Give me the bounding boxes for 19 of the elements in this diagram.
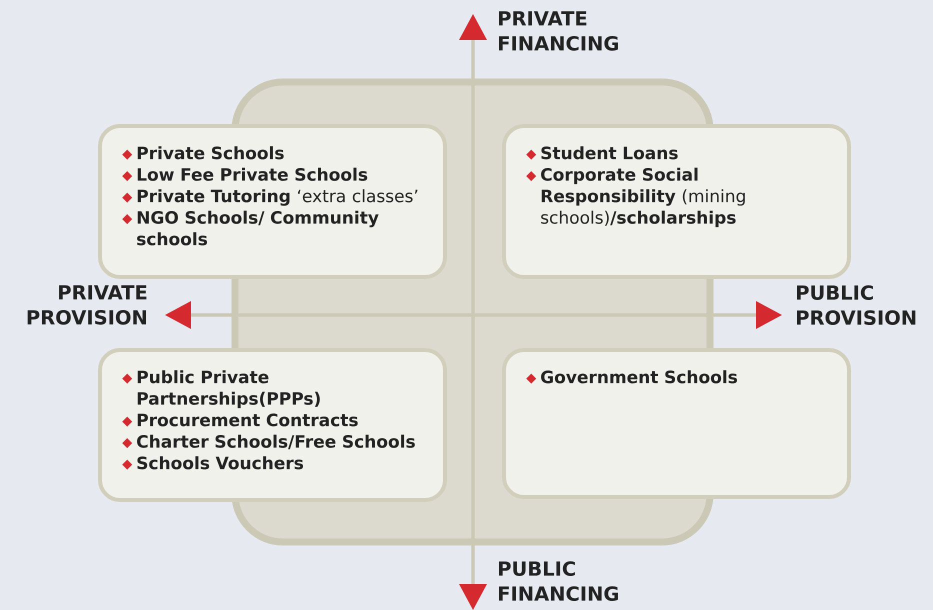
bullet-item: Charter Schools/Free Schools [122,434,415,450]
bullet-item: Private Schools [122,146,284,160]
axis-label: PRIVATE PROVISION [28,285,146,325]
bullet-item: Procurement Contracts [122,414,358,427]
bullet-item: NGO Schools/ Community schools [122,210,379,246]
quadrant-box [98,124,447,279]
axis-label: PUBLIC PROVISION [797,285,916,325]
bullet-item: Low Fee Private Schools [122,168,368,182]
quadrant-box [502,348,852,499]
quadrant-box [98,348,447,502]
bullet-item: Student Loans [526,146,678,160]
bullet-item: Public Private Partnerships(PPPs) [122,370,320,408]
axis-label: PRIVATE FINANCING [499,11,618,51]
bullet-item: Schools Vouchers [122,456,304,470]
bullet-item: Corporate Social Responsibility (mining schools)/scholarships [526,168,745,228]
axis-label: PUBLIC FINANCING [499,561,618,601]
quadrant-box [502,124,852,279]
bullet-item: Government Schools [526,370,737,384]
bullet-item: Private Tutoring ‘extra classes’ [122,189,418,206]
